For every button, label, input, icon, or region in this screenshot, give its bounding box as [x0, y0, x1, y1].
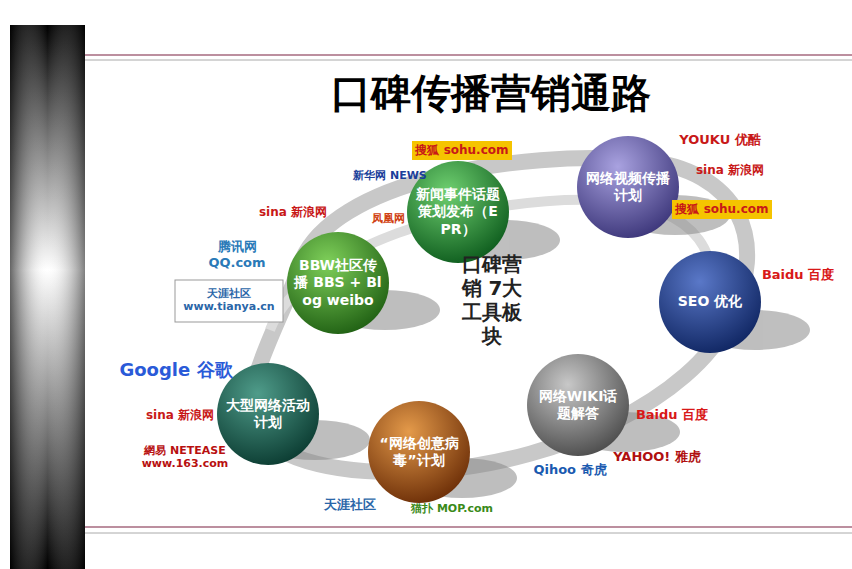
rule-line	[85, 533, 852, 534]
tool-circle: 网络视频传播计划	[576, 135, 680, 239]
logo-text: Google 谷歌	[119, 358, 232, 382]
logo-text: sina 新浪网	[259, 204, 327, 221]
logo-text: sina 新浪网	[696, 162, 764, 179]
logo-text: 天涯社区 www.tianya.cn	[179, 287, 279, 313]
logo-text: 腾讯网 QQ.com	[197, 239, 277, 270]
rule-line	[85, 54, 852, 55]
circle-label: 大型网络活动计划	[224, 397, 312, 432]
logo-frame	[175, 280, 283, 322]
logo-text: 搜狐 sohu.com	[412, 141, 511, 160]
circle-label: “网络创意病毒”计划	[375, 435, 463, 470]
rule-line	[85, 526, 852, 527]
circle-label: 网络WIKI话题解答	[534, 388, 622, 423]
title: 口碑传播营销通路	[0, 66, 852, 121]
circle-label: 新闻事件话题策划发布（EPR）	[414, 186, 502, 239]
tool-circle: “网络创意病毒”计划	[367, 400, 471, 504]
logo-text: 猫扑 MOP.com	[411, 501, 493, 516]
tool-circle: SEO 优化	[658, 250, 762, 354]
circle-label: SEO 优化	[666, 293, 754, 311]
logo-text: 凤凰网	[372, 211, 405, 226]
tool-circle: 网络WIKI话题解答	[526, 353, 630, 457]
logo-text: Qihoo 奇虎	[533, 461, 606, 479]
logo-text: Baidu 百度	[636, 406, 708, 424]
side-bar	[10, 25, 85, 569]
circle-shadows	[260, 195, 810, 498]
tool-circle: BBW社区传播 BBS + Blog weibo	[286, 231, 390, 335]
circle-label: 网络视频传播计划	[584, 170, 672, 205]
logo-text: Baidu 百度	[762, 266, 834, 284]
logo-text: sina 新浪网	[146, 407, 214, 424]
rule-line	[85, 60, 852, 61]
logo-text: YOUKU 优酷	[679, 131, 761, 149]
center-label: 口碑营销 7大工具板块	[457, 252, 527, 348]
logo-text: 搜狐 sohu.com	[672, 200, 771, 219]
logo-text: 天涯社区	[324, 496, 376, 514]
logo-text: 網易 NETEASE www.163.com	[140, 444, 230, 470]
circle-label: BBW社区传播 BBS + Blog weibo	[294, 257, 382, 310]
logo-text: YAHOO! 雅虎	[613, 448, 701, 466]
logo-text: 新华网 NEWS	[353, 168, 427, 183]
side-bar-shade	[10, 25, 85, 569]
